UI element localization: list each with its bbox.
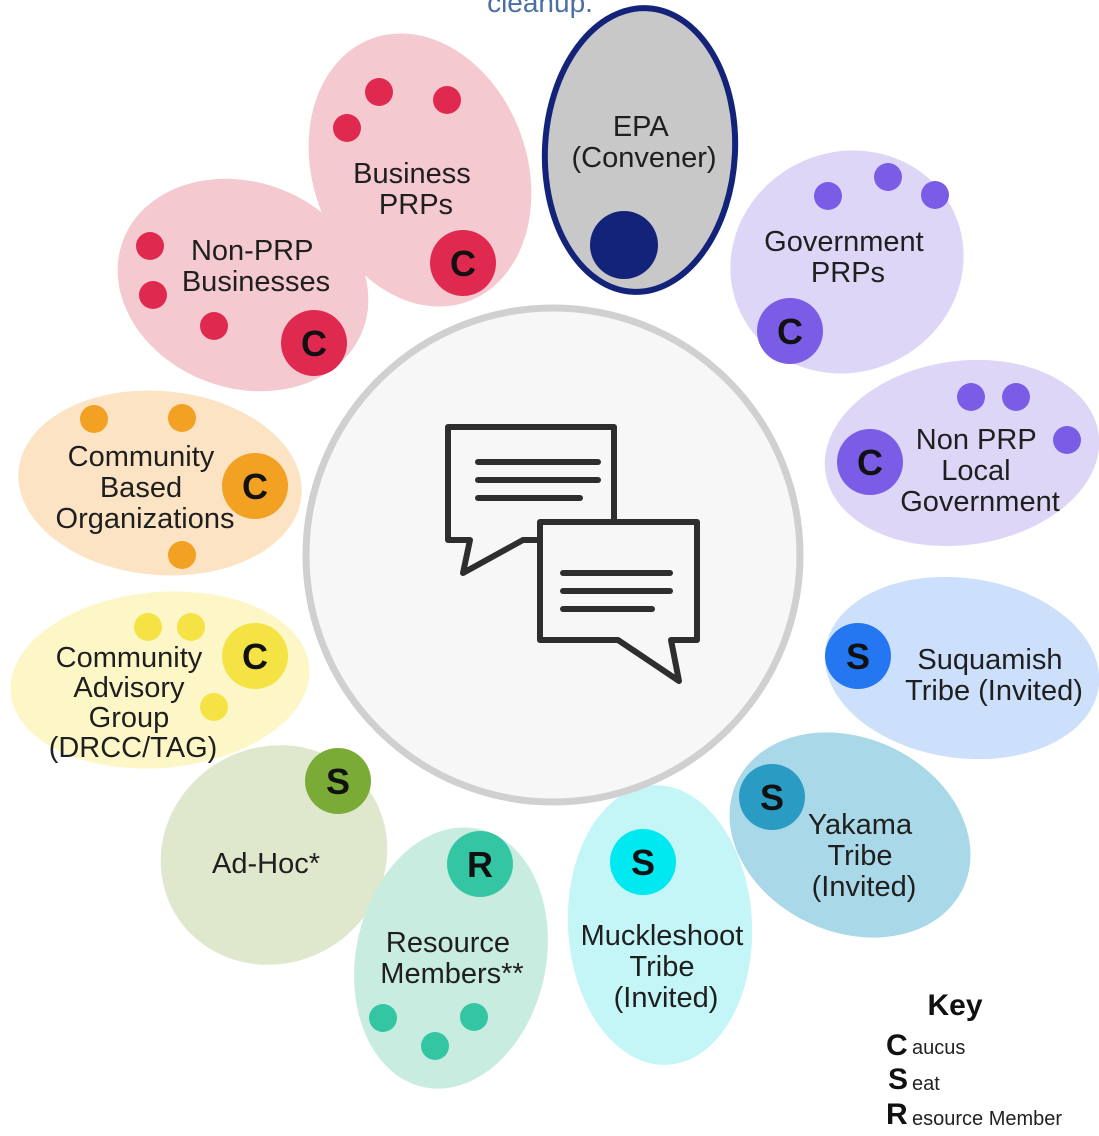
petal-label: Resource Members** [380,927,523,990]
key-letter: S [888,1063,908,1096]
member-dot [80,405,108,433]
petal-resource-members: R Resource Members** [354,827,548,1089]
member-dot [369,1004,397,1032]
convener-dot [590,211,658,279]
petal-label: Non-PRP Businesses [182,235,330,298]
key-title: Key [927,989,982,1022]
petal-label: Muckleshoot Tribe (Invited) [581,920,752,1014]
member-dot [200,693,228,721]
petal-government-prps: Government PRPs C [730,150,964,374]
petal-label: EPA (Convener) [571,111,716,174]
petal-non-prp-local-government: Non PRP Local Government C [824,359,1099,547]
key-word: eat [912,1073,940,1095]
member-dot [1002,383,1030,411]
petal-label: Community Advisory Group (DRCC/TAG) [49,642,218,764]
badge-letter: C [777,311,803,352]
seat-badge [610,829,676,895]
petal-ad-hoc: S Ad-Hoc* [160,745,388,965]
legend-key: Key C aucus S eat R esource Member [886,989,1062,1131]
petal-epa: EPA (Convener) [541,5,739,295]
petal-label: Community Based Organizations [56,441,235,535]
badge-letter: C [857,442,883,483]
key-item-seat: S eat [888,1063,940,1096]
member-dot [921,181,949,209]
member-dot [134,613,162,641]
badge-letter: C [301,323,327,364]
member-dot [365,78,393,106]
member-dot [421,1032,449,1060]
petal-community-advisory-group: C Community Advisory Group (DRCC/TAG) [10,591,310,769]
petal-muckleshoot-tribe: S Muckleshoot Tribe (Invited) [567,785,753,1065]
member-dot [168,541,196,569]
member-dot [139,281,167,309]
key-word: aucus [912,1037,965,1059]
key-item-caucus: C aucus [886,1029,965,1062]
petal-non-prp-businesses: Non-PRP Businesses C [117,178,369,392]
petal-label: Ad-Hoc* [212,848,320,880]
petal-label: Business PRPs [353,158,479,221]
caucus-badge [430,230,496,296]
badge-letter: C [450,243,476,284]
caucus-badge [837,429,903,495]
petal-community-based-organizations: C Community Based Organizations [18,390,302,576]
member-dot [957,383,985,411]
seat-badge [739,764,805,830]
badge-letter: S [631,842,655,883]
chat-bubbles-icon [445,424,700,684]
member-dot [177,613,205,641]
member-dot [333,114,361,142]
caucus-badge [757,298,823,364]
petal-label: Suquamish Tribe (Invited) [905,644,1083,707]
member-dot [200,312,228,340]
petal-label: Non PRP Local Government [900,424,1060,518]
resource-badge [447,831,513,897]
member-dot [1053,426,1081,454]
key-letter: R [886,1098,908,1131]
seat-badge [305,748,371,814]
petal-business-prps: Business PRPs C [308,33,532,307]
caucus-badge [281,310,347,376]
top-caption: cleanup. [487,0,593,18]
caucus-badge [222,623,288,689]
member-dot [874,163,902,191]
petal-label: Yakama Tribe (Invited) [808,809,920,903]
key-word: esource Member [912,1108,1062,1130]
badge-letter: S [846,636,870,677]
badge-letter: C [242,466,268,507]
key-item-resource-member: R esource Member [886,1098,1062,1131]
petal-label: Government PRPs [764,226,932,289]
badge-letter: S [760,777,784,818]
member-dot [460,1003,488,1031]
badge-letter: R [467,844,493,885]
member-dot [136,232,164,260]
member-dot [433,86,461,114]
key-letter: C [886,1029,908,1062]
badge-letter: S [326,761,350,802]
seat-badge [825,623,891,689]
petal-yakama-tribe: S Yakama Tribe (Invited) [729,732,971,938]
center-hub [302,304,804,806]
caucus-badge [222,453,288,519]
member-dot [168,404,196,432]
petal-suquamish-tribe: S Suquamish Tribe (Invited) [824,576,1099,760]
badge-letter: C [242,636,268,677]
member-dot [814,182,842,210]
